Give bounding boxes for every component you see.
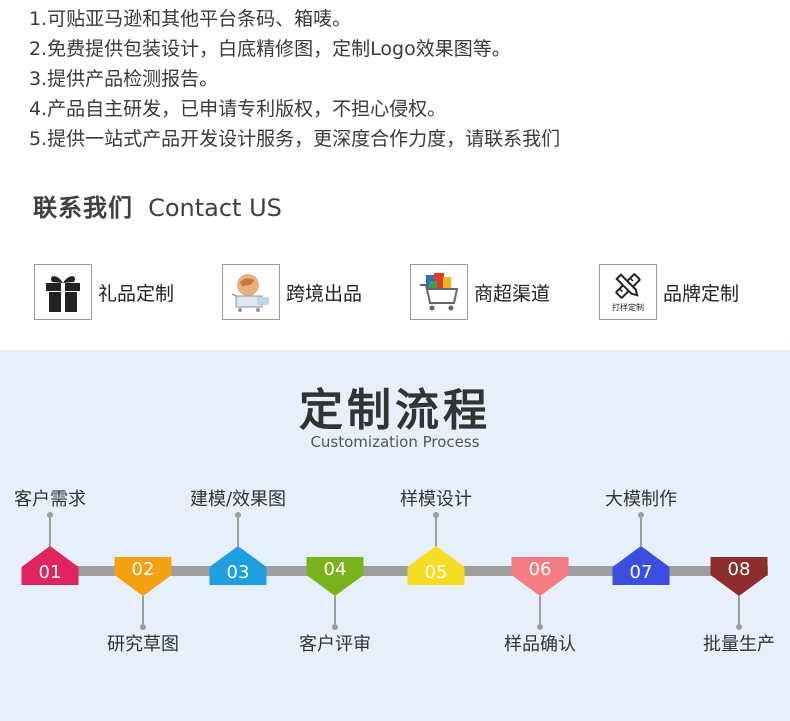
feature-item: 2.免费提供包装设计，白底精修图，定制Logo效果图等。: [29, 38, 511, 60]
step-dot: [47, 512, 53, 518]
feature-item: 5.提供一站式产品开发设计服务，更深度合作力度，请联系我们: [29, 128, 561, 150]
feature-item: 1.可贴亚马逊和其他平台条码、箱唛。: [29, 8, 352, 30]
globe-cart-icon: [222, 264, 280, 320]
step-number: 07: [630, 562, 653, 583]
step-dot: [235, 512, 241, 518]
step-label: 客户需求: [14, 489, 86, 510]
step-number: 06: [529, 559, 552, 580]
step-dot: [537, 624, 543, 630]
step-dot: [638, 512, 644, 518]
feature-list: 1.可贴亚马逊和其他平台条码、箱唛。 2.免费提供包装设计，白底精修图，定制Lo…: [29, 4, 560, 154]
step-label: 样品确认: [504, 634, 576, 655]
feature-item: 3.提供产品检测报告。: [29, 68, 219, 90]
icon-caption: 打样定制: [612, 303, 644, 312]
service-label: 品牌定制: [663, 282, 740, 305]
service-label: 跨境出品: [286, 282, 363, 305]
step-badge: [511, 557, 569, 596]
contact-title-en: Contact US: [148, 194, 282, 222]
step-label: 研究草图: [107, 634, 179, 655]
step-number: 02: [132, 559, 155, 580]
step-badge: [407, 546, 465, 585]
intro-section: 1.可贴亚马逊和其他平台条码、箱唛。 2.免费提供包装设计，白底精修图，定制Lo…: [0, 0, 790, 350]
step-dot: [140, 624, 146, 630]
service-cross-border[interactable]: 跨境出品: [222, 263, 362, 321]
service-label: 礼品定制: [98, 282, 175, 305]
step-dot: [332, 624, 338, 630]
process-timeline: 01 客户需求 02 研究草图 03 建模/效果图 04 客户评审 05 样模设计 06 样品确认 07…: [14, 489, 775, 655]
step-number: 04: [324, 559, 347, 580]
shopping-cart-icon: [410, 264, 468, 320]
contact-title-zh: 联系我们: [33, 194, 133, 222]
step-dot: [736, 624, 742, 630]
step-badge: [612, 546, 670, 585]
process-subtitle: Customization Process: [310, 433, 480, 451]
pencil-ruler-icon: 打样定制: [599, 264, 657, 320]
step-number: 08: [728, 559, 751, 580]
step-label: 批量生产: [703, 634, 775, 655]
step-number: 01: [39, 562, 62, 583]
step-number: 05: [425, 562, 448, 583]
service-supermarket[interactable]: 商超渠道: [410, 263, 550, 321]
step-dot: [433, 512, 439, 518]
step-badge: [114, 557, 172, 596]
timeline-bar: [22, 566, 768, 576]
service-brand[interactable]: 打样定制 品牌定制: [599, 263, 739, 321]
step-number: 03: [227, 562, 250, 583]
step-badge: [21, 546, 79, 585]
step-badge: [710, 557, 768, 596]
step-label: 建模/效果图: [190, 489, 286, 510]
step-badge: [209, 546, 267, 585]
process-title: 定制流程: [299, 385, 491, 436]
step-label: 样模设计: [400, 489, 472, 510]
contact-heading: 联系我们 Contact US: [33, 188, 282, 223]
step-label: 客户评审: [299, 634, 371, 655]
service-label: 商超渠道: [474, 282, 551, 305]
service-gift[interactable]: 礼品定制: [34, 263, 174, 321]
step-badge: [306, 557, 364, 596]
gift-icon: [34, 264, 92, 320]
feature-item: 4.产品自主研发，已申请专利版权，不担心侵权。: [29, 98, 447, 120]
step-label: 大模制作: [605, 489, 677, 510]
